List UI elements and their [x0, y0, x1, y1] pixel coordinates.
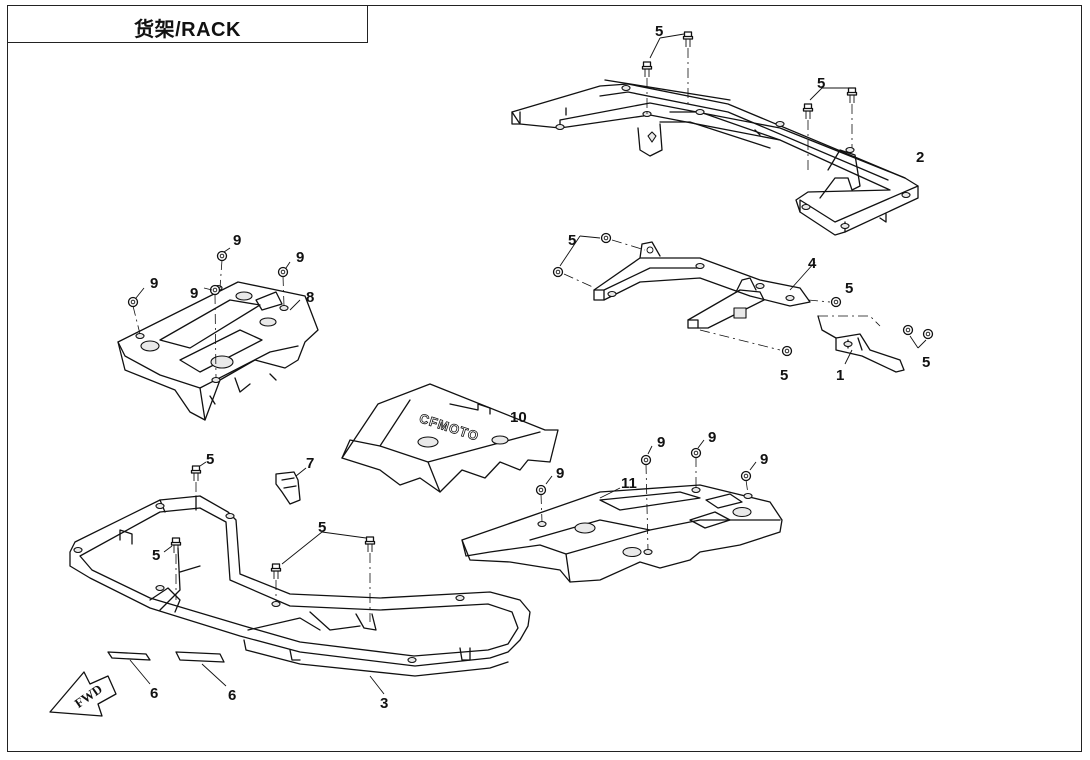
callout-9: 9 — [296, 249, 304, 266]
callout-5: 5 — [655, 23, 663, 40]
callout-10: 10 — [510, 409, 527, 426]
rear-bracket — [593, 241, 811, 329]
forward-direction-arrow: FWD — [49, 671, 117, 717]
callout-5: 5 — [318, 519, 326, 536]
rear-rack-frame — [511, 79, 919, 236]
callout-5: 5 — [568, 232, 576, 249]
title-block: 货架/RACK — [7, 5, 368, 43]
callout-5: 5 — [206, 451, 214, 468]
small-bracket — [817, 315, 905, 373]
callout-5: 5 — [922, 354, 930, 371]
callout-5: 5 — [780, 367, 788, 384]
callout-7: 7 — [306, 455, 314, 472]
rear-cargo-cover — [461, 484, 783, 583]
callout-5: 5 — [845, 280, 853, 297]
callout-1: 1 — [836, 367, 844, 384]
front-rack-frame — [69, 495, 531, 677]
callout-4: 4 — [808, 255, 817, 272]
front-cargo-cover — [117, 281, 319, 421]
callout-9: 9 — [708, 429, 716, 446]
callout-2: 2 — [916, 149, 924, 166]
reflector-strips — [107, 651, 225, 663]
callout-11: 11 — [621, 475, 637, 492]
callout-3: 3 — [380, 695, 388, 712]
callout-9: 9 — [760, 451, 768, 468]
center-logo-cover: CFMOTO — [341, 383, 559, 493]
callout-6: 6 — [228, 687, 236, 704]
callout-5: 5 — [817, 75, 825, 92]
callout-9: 9 — [657, 434, 665, 451]
callout-9: 9 — [190, 285, 198, 302]
diagram-title: 货架/RACK — [134, 19, 241, 41]
drawing-frame — [7, 5, 1082, 752]
callout-9: 9 — [556, 465, 564, 482]
clip — [275, 471, 301, 505]
callout-9: 9 — [233, 232, 241, 249]
callout-8: 8 — [306, 289, 314, 306]
callout-5: 5 — [152, 547, 160, 564]
callout-6: 6 — [150, 685, 158, 702]
callout-9: 9 — [150, 275, 158, 292]
